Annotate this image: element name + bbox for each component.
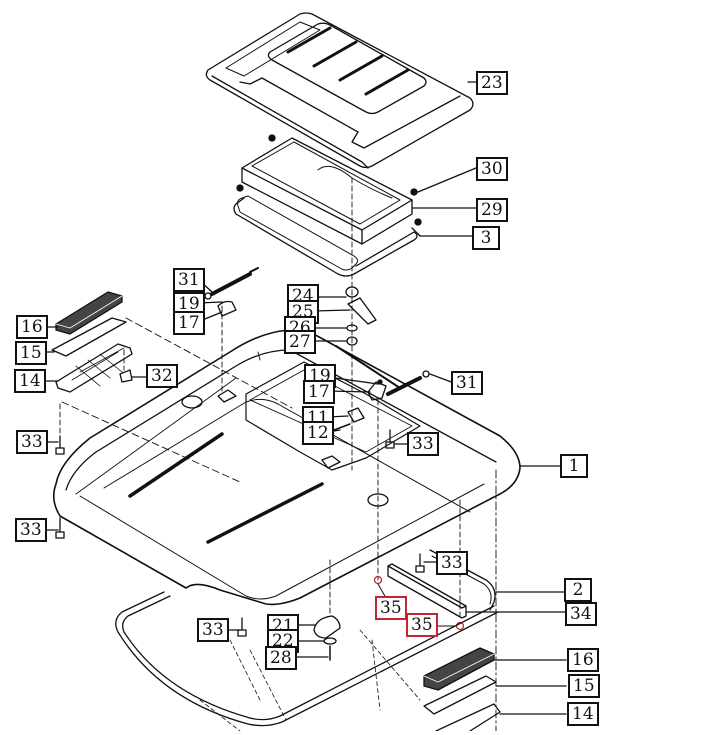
part-gas-strut-left — [204, 267, 259, 393]
callout-33-c[interactable]: 33 — [407, 432, 439, 456]
part-frame — [241, 137, 413, 471]
leader-31b — [429, 373, 455, 384]
part-vent-right — [423, 647, 501, 732]
callout-16-left[interactable]: 16 — [16, 315, 48, 339]
screw-30b — [268, 134, 276, 142]
callout-17-right[interactable]: 17 — [303, 380, 335, 404]
callout-35-b[interactable]: 35 — [406, 613, 438, 637]
callout-31-left[interactable]: 31 — [173, 268, 205, 292]
callout-17-left[interactable]: 17 — [173, 311, 205, 335]
clip-35a — [373, 575, 383, 585]
screw-30c — [236, 184, 244, 192]
part-roof-cover — [205, 12, 474, 169]
callout-33-e[interactable]: 33 — [197, 618, 229, 642]
part-latch-21 — [313, 559, 341, 661]
callout-33-b[interactable]: 33 — [15, 518, 47, 542]
callout-35-a[interactable]: 35 — [375, 596, 407, 620]
screw-30 — [410, 188, 418, 196]
part-latch-assembly — [345, 286, 377, 346]
part-lower-seal — [115, 591, 499, 727]
callout-33-d[interactable]: 33 — [436, 551, 468, 575]
part-vent-left — [51, 291, 133, 393]
callout-32[interactable]: 32 — [146, 364, 178, 388]
callout-3[interactable]: 3 — [472, 226, 500, 250]
bolts-33 — [55, 429, 425, 637]
callout-2[interactable]: 2 — [564, 578, 592, 602]
callout-1[interactable]: 1 — [560, 454, 588, 478]
rod-part — [335, 345, 401, 389]
part-roof-shell — [52, 329, 521, 606]
leader-17b — [327, 390, 371, 393]
callout-34[interactable]: 34 — [565, 602, 597, 626]
lower-cab-dashed — [199, 629, 421, 732]
callout-30[interactable]: 30 — [476, 157, 508, 181]
part-gas-strut-right — [333, 370, 430, 581]
part-seal-2-corner — [429, 549, 496, 611]
callout-33-a[interactable]: 33 — [16, 430, 48, 454]
callout-31-right[interactable]: 31 — [451, 371, 483, 395]
callout-29[interactable]: 29 — [476, 198, 508, 222]
callout-27[interactable]: 27 — [284, 330, 316, 354]
part-bracket-34 — [387, 563, 467, 619]
callout-12[interactable]: 12 — [302, 421, 334, 445]
leader-19b — [327, 376, 379, 385]
screw-30d — [414, 218, 422, 226]
leader-25 — [313, 309, 351, 312]
callout-28[interactable]: 28 — [265, 646, 297, 670]
callout-15-left[interactable]: 15 — [15, 341, 47, 365]
part-seal — [233, 195, 421, 277]
callout-14-right[interactable]: 14 — [567, 702, 599, 726]
callout-14-left[interactable]: 14 — [14, 369, 46, 393]
leader-30 — [417, 167, 477, 193]
callout-23[interactable]: 23 — [476, 71, 508, 95]
leader-35a — [377, 583, 387, 599]
callout-16-right[interactable]: 16 — [567, 648, 599, 672]
callout-15-right[interactable]: 15 — [568, 674, 600, 698]
